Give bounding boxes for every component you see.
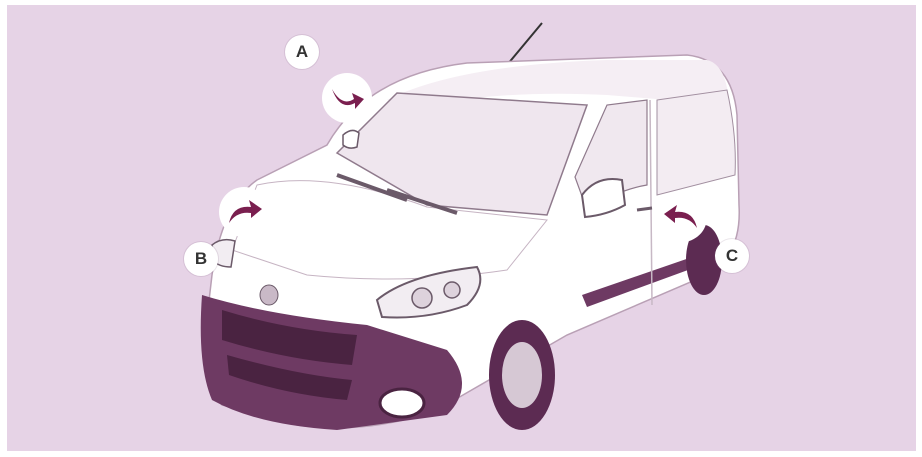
arrow-b-badge — [219, 187, 269, 237]
arrow-c-badge — [657, 192, 707, 242]
fog-light — [380, 389, 424, 417]
van-illustration: A B C — [7, 5, 916, 451]
brand-logo — [260, 285, 278, 305]
callout-c: C — [715, 239, 749, 273]
curved-arrow-icon — [657, 192, 707, 242]
left-mirror — [343, 130, 359, 148]
curved-arrow-icon — [322, 73, 372, 123]
arrow-a-badge — [322, 73, 372, 123]
headlight-lens — [412, 288, 432, 308]
curved-arrow-icon — [219, 187, 269, 237]
front-wheel-hub — [502, 342, 542, 408]
callout-b: B — [184, 242, 218, 276]
callout-a: A — [285, 35, 319, 69]
headlight-lens-inner — [444, 282, 460, 298]
van-drawing — [7, 5, 916, 451]
door-handle — [637, 208, 652, 210]
